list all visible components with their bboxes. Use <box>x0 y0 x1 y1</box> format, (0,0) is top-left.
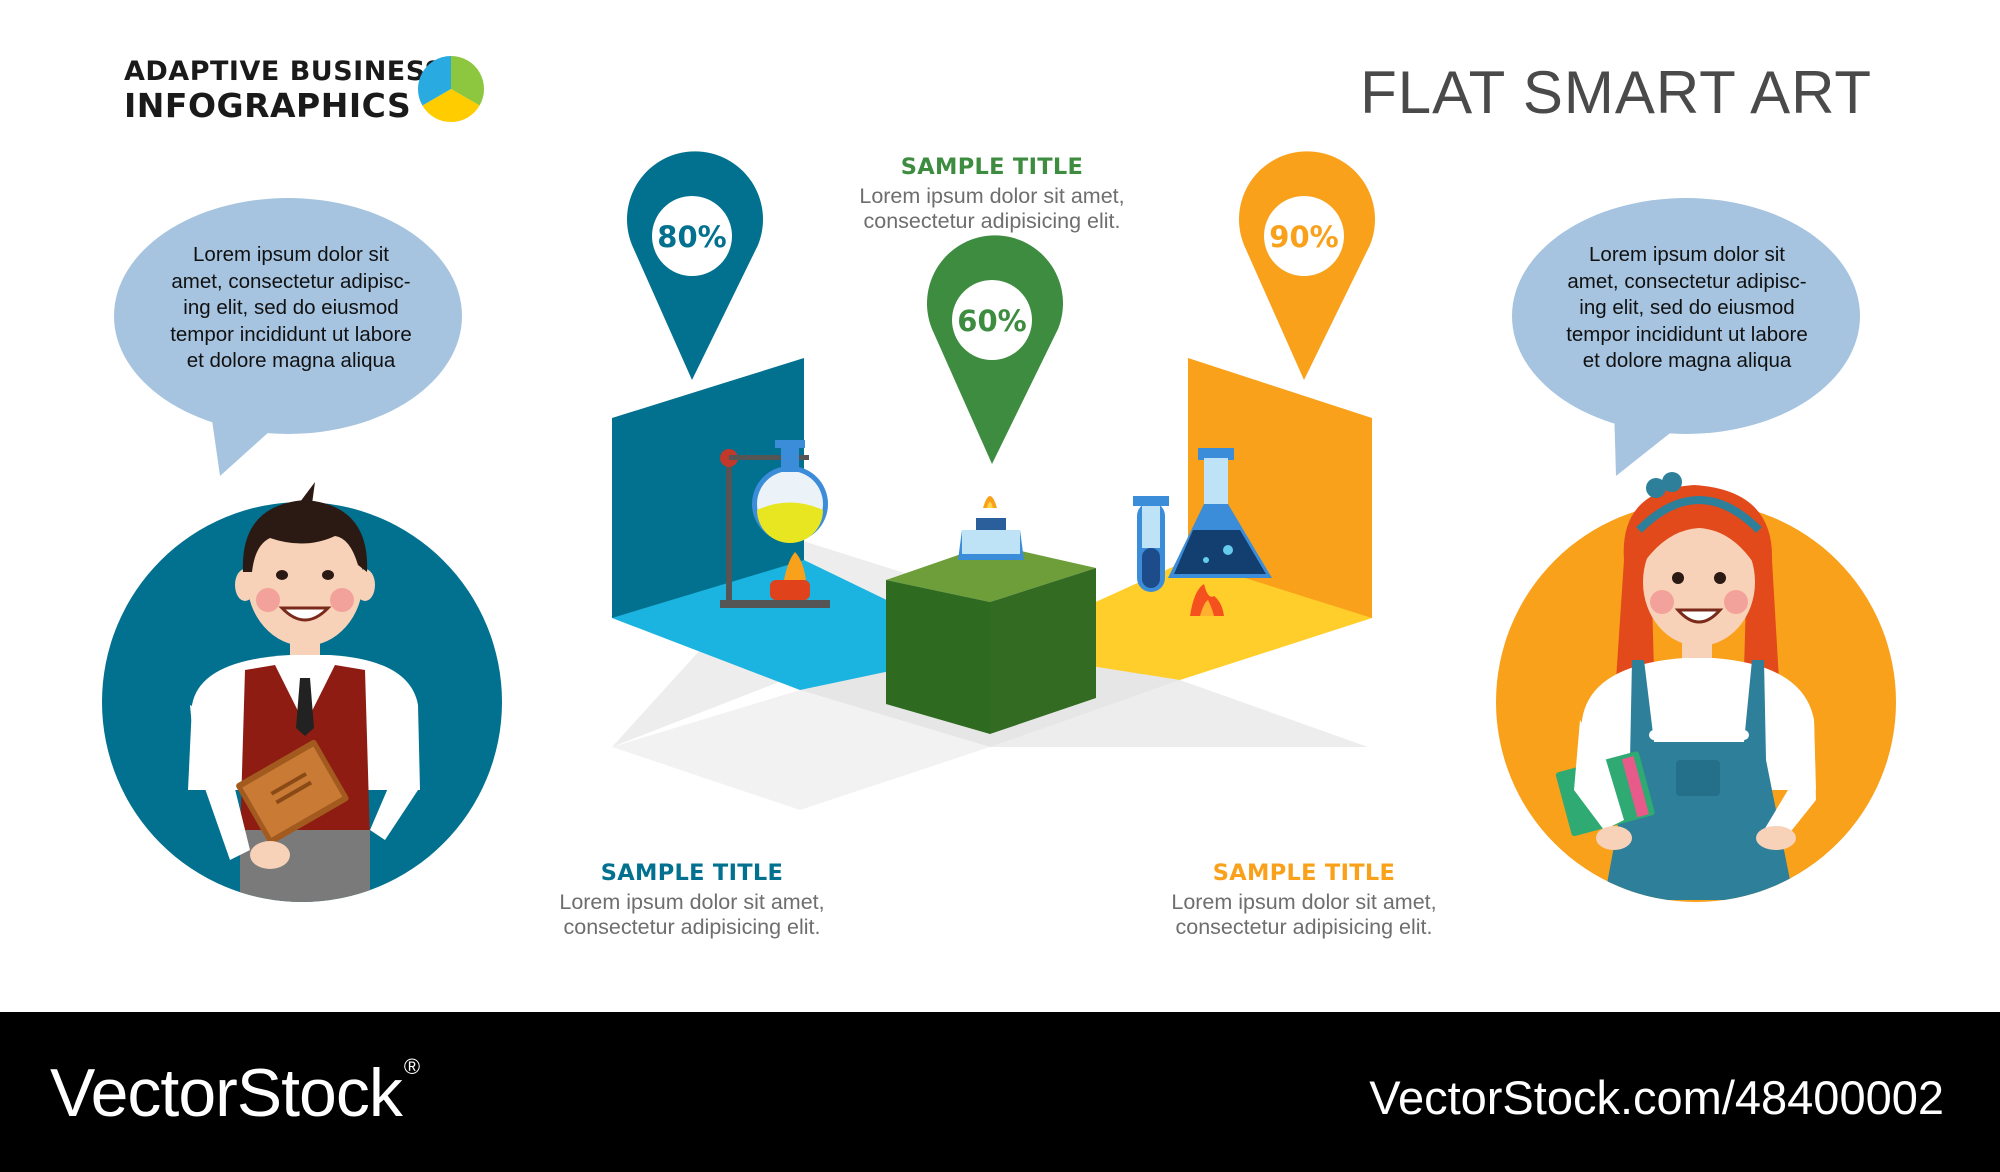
text-block-right: SAMPLE TITLE Lorem ipsum dolor sit amet,… <box>1154 860 1454 940</box>
test-tube-icon <box>1133 496 1169 592</box>
floor-shadow-front <box>612 690 990 810</box>
block-text-line2: consectetur adipisicing elit. <box>863 209 1121 233</box>
speech-bubble-right <box>1512 198 1860 476</box>
block-text-line1: Lorem ipsum dolor sit amet, <box>1171 890 1437 914</box>
block-text-line2: consectetur adipisicing elit. <box>563 915 821 939</box>
brand-line2: INFOGRAPHICS <box>124 86 412 125</box>
girl-student-icon <box>1496 472 1896 902</box>
speech-bubble-left-text: Lorem ipsum dolor sit amet, consectetur … <box>170 243 412 372</box>
trademark-symbol: ® <box>403 1054 420 1079</box>
cube-right <box>990 568 1096 734</box>
pin-80: 80% <box>627 151 763 380</box>
block-text-line1: Lorem ipsum dolor sit amet, <box>859 184 1125 208</box>
text-block-left: SAMPLE TITLE Lorem ipsum dolor sit amet,… <box>542 860 842 940</box>
pin-60-label: 60% <box>957 304 1026 338</box>
pin-60: 60% <box>927 235 1063 464</box>
pin-90: 90% <box>1239 151 1375 380</box>
footer-url[interactable]: VectorStock.com/48400002 <box>1369 1071 1944 1124</box>
cube-left <box>886 580 990 734</box>
speech-bubble-right-text: Lorem ipsum dolor sit amet, consectetur … <box>1566 243 1808 372</box>
footer-brand: VectorStock® <box>50 1054 420 1131</box>
pin-90-label: 90% <box>1269 220 1338 254</box>
lab-scene-diagram: 80% 60% 90% <box>612 151 1375 810</box>
block-text-line1: Lorem ipsum dolor sit amet, <box>559 890 825 914</box>
pin-80-label: 80% <box>657 220 726 254</box>
block-title: SAMPLE TITLE <box>600 860 784 886</box>
page-title: FLAT SMART ART <box>1360 59 1872 126</box>
fire-icon <box>1190 584 1224 616</box>
cube-top <box>886 544 1096 602</box>
block-text-line2: consectetur adipisicing elit. <box>1175 915 1433 939</box>
flask-stand-icon <box>720 440 830 608</box>
brand-line1: ADAPTIVE BUSINESS <box>124 56 445 87</box>
spirit-lamp-icon <box>958 496 1024 560</box>
text-block-top: SAMPLE TITLE Lorem ipsum dolor sit amet,… <box>842 154 1142 234</box>
brand-logo-icon <box>417 55 485 123</box>
conical-flask-icon <box>1168 448 1272 578</box>
speech-bubble-left <box>114 198 462 476</box>
footer-bar <box>0 1012 2000 1172</box>
left-wall <box>612 358 804 618</box>
block-title: SAMPLE TITLE <box>900 154 1084 180</box>
boy-student-icon <box>102 482 502 902</box>
block-title: SAMPLE TITLE <box>1212 860 1396 886</box>
